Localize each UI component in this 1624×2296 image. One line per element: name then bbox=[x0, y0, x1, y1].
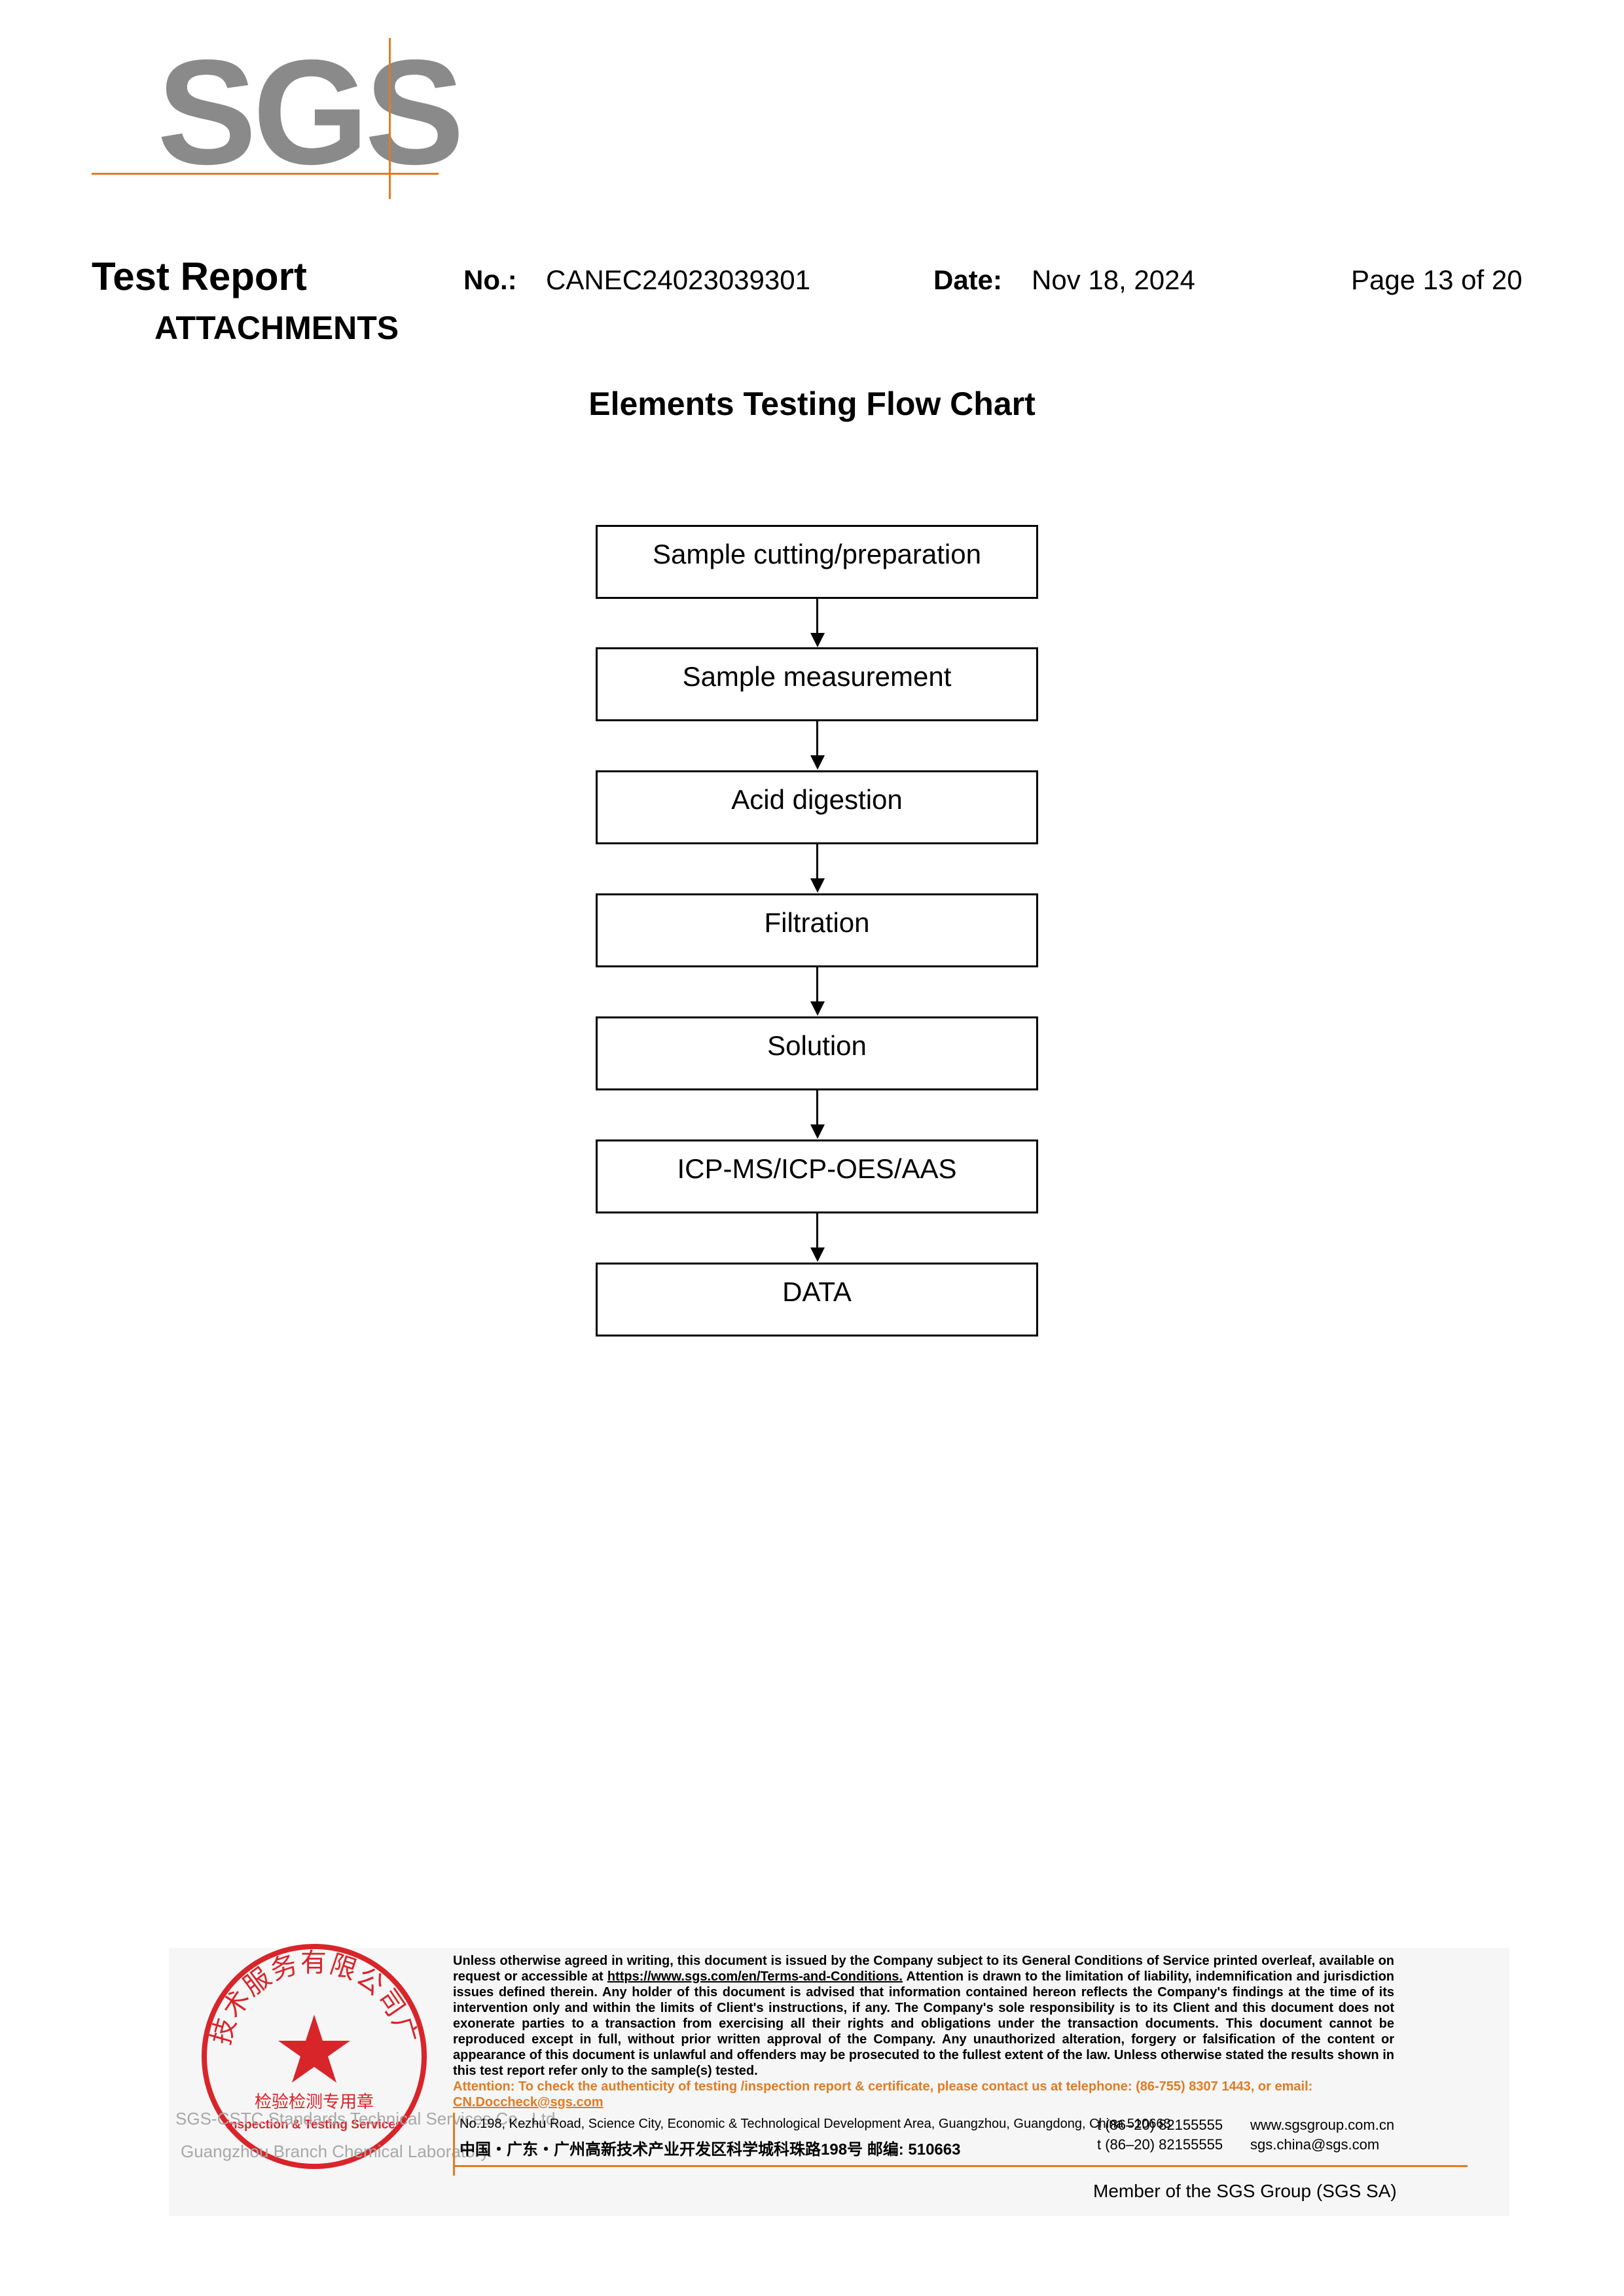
address-english: No.198, Kezhu Road, Science City, Econom… bbox=[460, 2117, 1171, 2131]
company-seal-stamp: 通标标准技术服务有限公司广州分公司 检验检测专用章 Inspection & T… bbox=[196, 1939, 427, 2169]
flow-connector bbox=[816, 599, 818, 633]
footer-background bbox=[169, 1948, 1509, 2216]
flow-step-box: Filtration bbox=[596, 893, 1038, 967]
flow-connector bbox=[816, 967, 818, 1001]
disclaimer-text-end: Attention is drawn to the limitation of … bbox=[453, 1969, 1395, 2078]
arrow-down-icon bbox=[810, 878, 825, 893]
seal-company-name-line1: SGS-CSTC Standards Technical Services Co… bbox=[175, 2109, 560, 2128]
attention-text: Attention: To check the authenticity of … bbox=[453, 2079, 1313, 2094]
footer-attention: Attention: To check the authenticity of … bbox=[453, 2079, 1394, 2110]
report-date-value: Nov 18, 2024 bbox=[1032, 264, 1195, 295]
telephone-2: t (86–20) 82155555 bbox=[1097, 2136, 1223, 2153]
arrow-down-icon bbox=[810, 633, 825, 647]
flow-step-box: Sample measurement bbox=[596, 647, 1038, 721]
report-number-value: CANEC24023039301 bbox=[546, 264, 810, 295]
doccheck-email-link[interactable]: CN.Doccheck@sgs.com bbox=[453, 2095, 604, 2109]
logo-text: SGS bbox=[157, 29, 464, 196]
report-title: Test Report bbox=[92, 255, 307, 298]
member-statement: Member of the SGS Group (SGS SA) bbox=[1093, 2181, 1397, 2201]
svg-text:检验检测专用章: 检验检测专用章 bbox=[255, 2092, 374, 2112]
telephone-1: t (86–20) 82155555 bbox=[1097, 2117, 1223, 2133]
report-number-label: No.: bbox=[463, 264, 517, 295]
flow-step-box: ICP-MS/ICP-OES/AAS bbox=[596, 1139, 1038, 1213]
flow-step-box: DATA bbox=[596, 1263, 1038, 1336]
contact-email-link[interactable]: sgs.china@sgs.com bbox=[1250, 2136, 1380, 2153]
seal-company-name-line2: Guangzhou Branch Chemical Laboratory. bbox=[181, 2142, 493, 2161]
arrow-down-icon bbox=[810, 755, 825, 770]
arrow-down-icon bbox=[810, 1001, 825, 1016]
flow-step-box: Solution bbox=[596, 1016, 1038, 1090]
flow-connector bbox=[816, 721, 818, 755]
flow-step-box: Sample cutting/preparation bbox=[596, 525, 1038, 599]
flow-connector bbox=[816, 1090, 818, 1124]
logo-horizontal-line bbox=[92, 173, 439, 175]
flow-connector bbox=[816, 844, 818, 878]
logo-vertical-line bbox=[389, 38, 391, 199]
flow-chart-title: Elements Testing Flow Chart bbox=[588, 386, 1036, 422]
disclaimer-text-start: Unless otherwise agreed in writing, this… bbox=[453, 1954, 1394, 1984]
footer-divider-vertical bbox=[453, 2113, 455, 2176]
flow-connector bbox=[816, 1213, 818, 1247]
flow-step-box: Acid digestion bbox=[596, 770, 1038, 844]
website-link[interactable]: www.sgsgroup.com.cn bbox=[1250, 2117, 1395, 2133]
arrow-down-icon bbox=[810, 1124, 825, 1139]
footer-disclaimer: Unless otherwise agreed in writing, this… bbox=[453, 1953, 1394, 2079]
page-number: Page 13 of 20 bbox=[1351, 264, 1523, 295]
report-subtitle: ATTACHMENTS bbox=[154, 310, 399, 346]
report-date-label: Date: bbox=[933, 264, 1003, 295]
address-chinese: 中国・广东・广州高新技术产业开发区科学城科珠路198号 邮编: 510663 bbox=[460, 2141, 961, 2159]
footer-divider-horizontal bbox=[453, 2165, 1468, 2167]
terms-link[interactable]: https://www.sgs.com/en/Terms-and-Conditi… bbox=[607, 1969, 903, 1984]
svg-text:Inspection & Testing Services: Inspection & Testing Services bbox=[226, 2118, 403, 2132]
arrow-down-icon bbox=[810, 1247, 825, 1262]
